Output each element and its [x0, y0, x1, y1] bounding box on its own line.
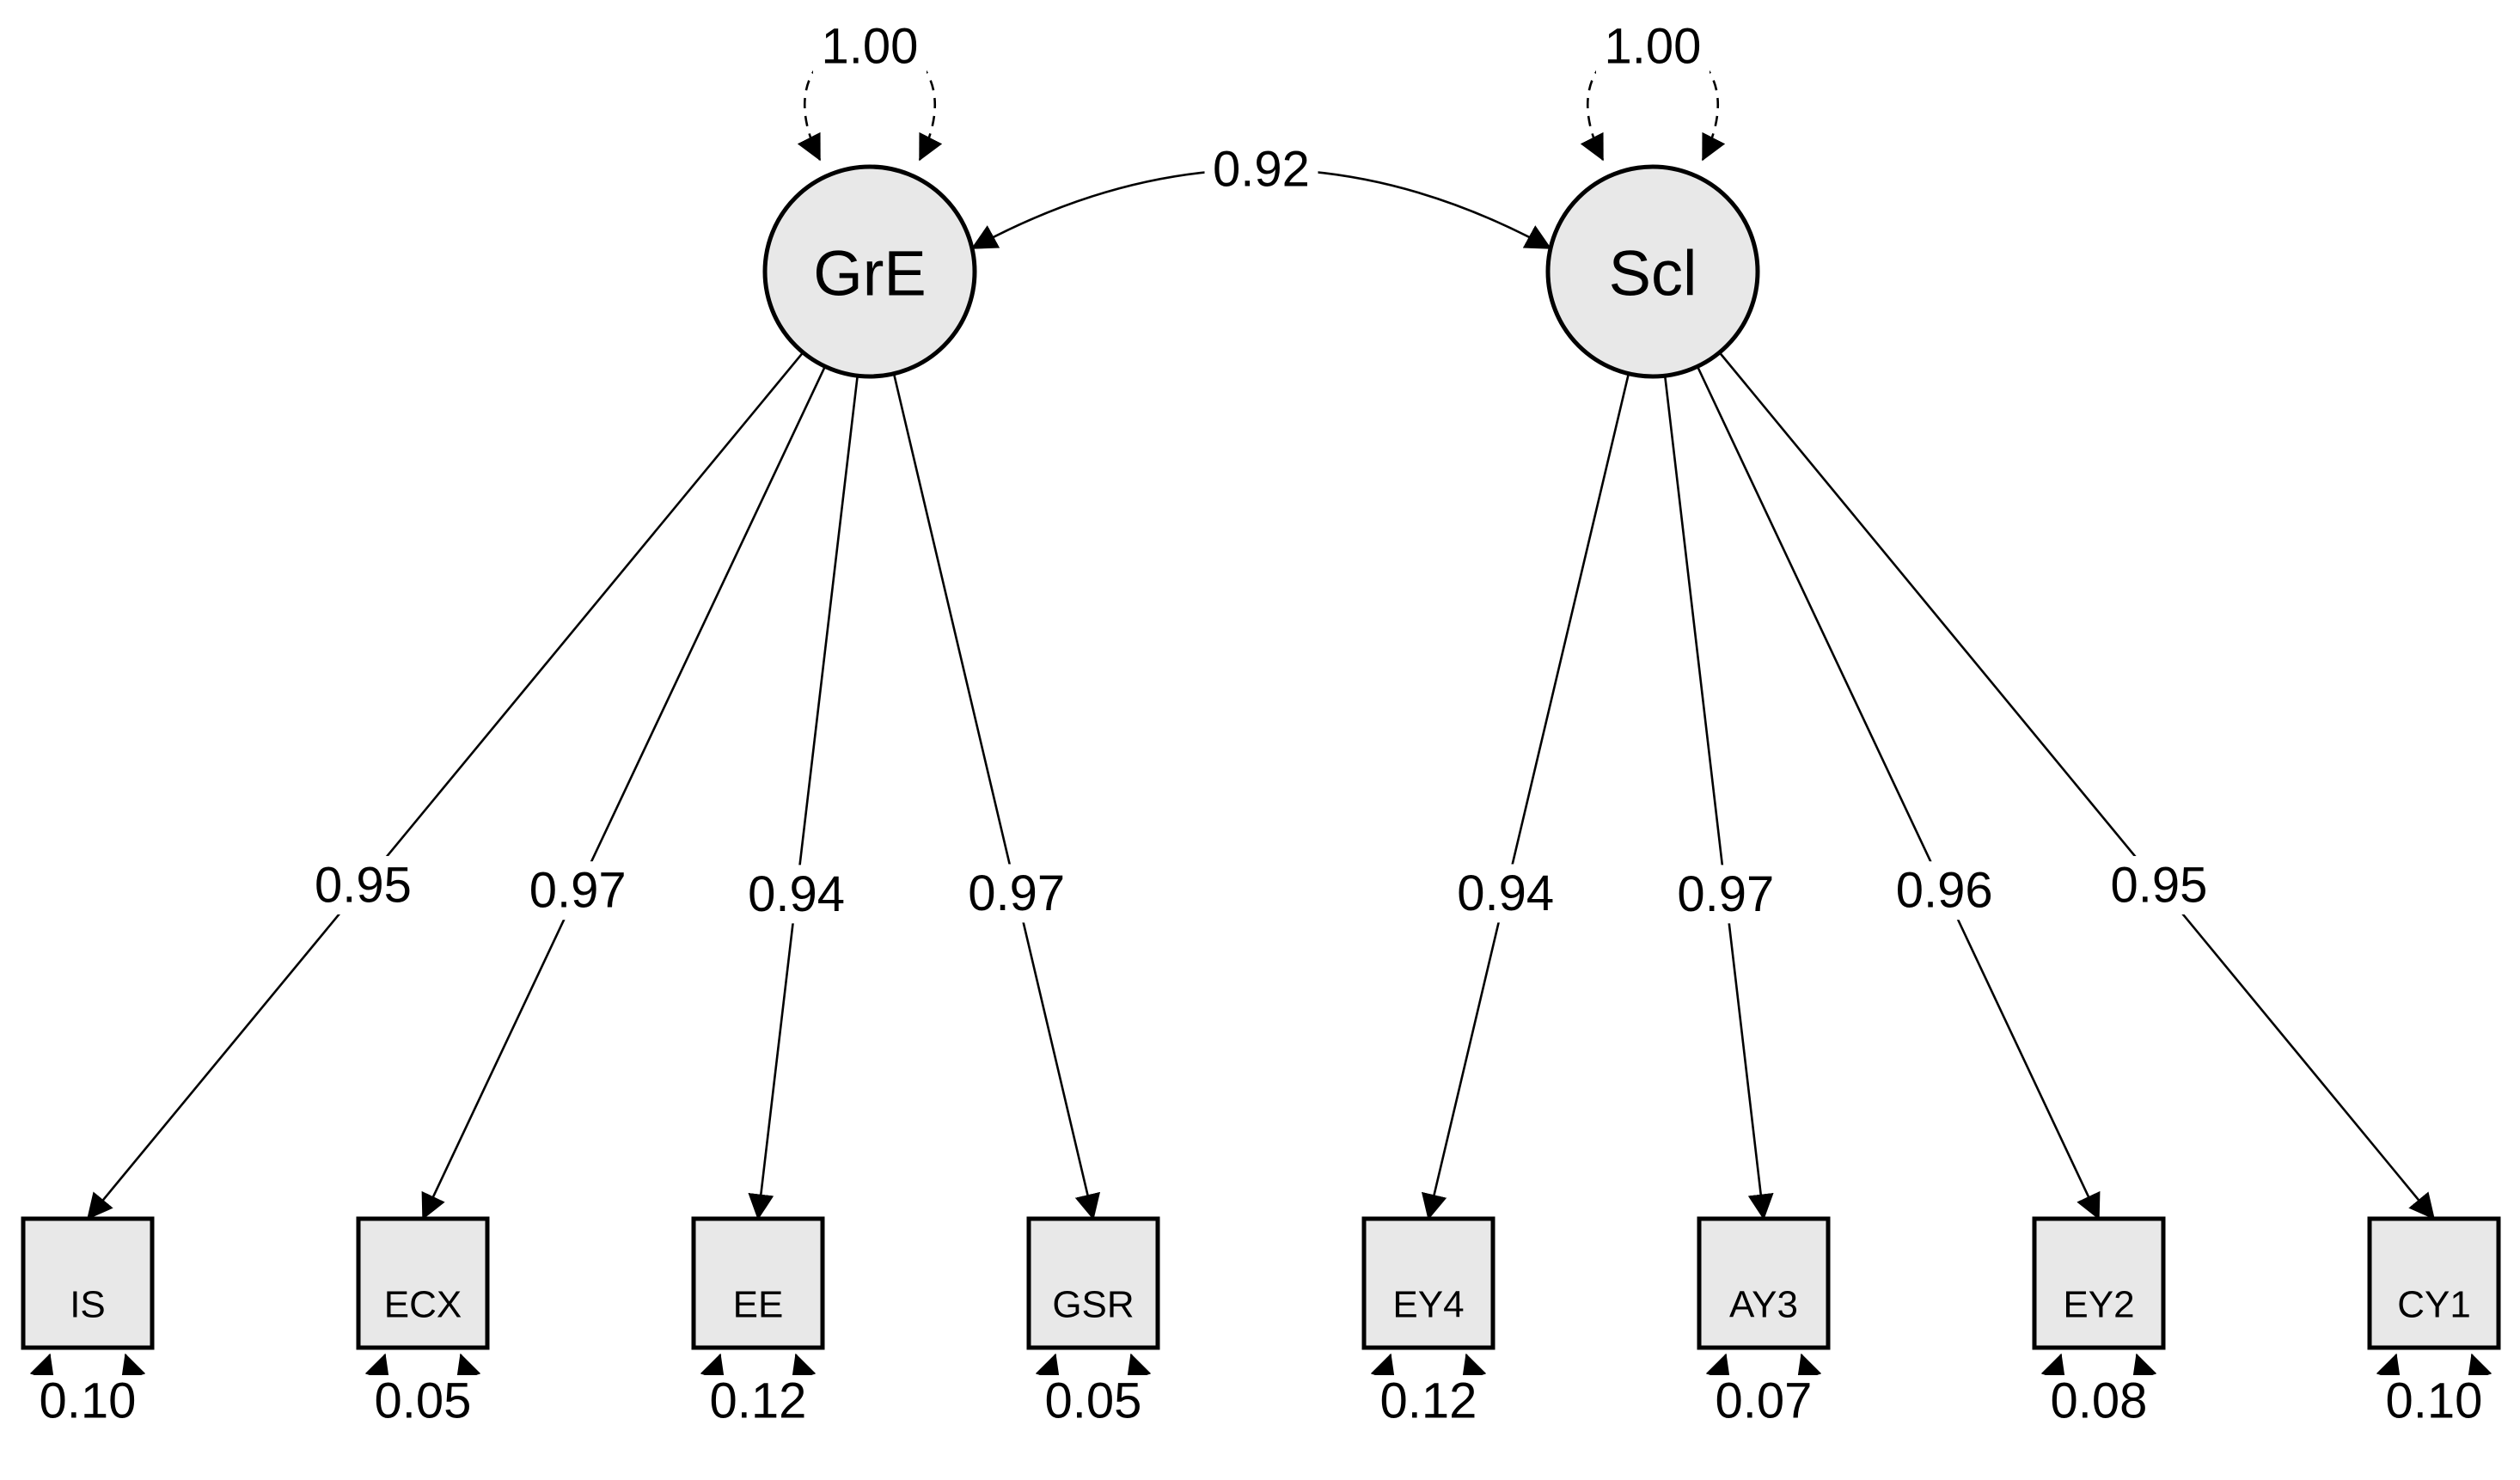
residual-label-bg: [2046, 1375, 2152, 1427]
loading-path-ay3: [1663, 376, 1774, 1220]
loading-label-cy1: 0.95: [2110, 857, 2207, 913]
loading-label-bg: [963, 864, 1070, 923]
residual-label-ey2: 0.08: [2051, 1373, 2148, 1429]
loading-label-bg: [1672, 865, 1779, 924]
loading-label-bg: [1452, 864, 1559, 923]
residual-label-bg: [370, 1375, 476, 1427]
loading-label-gsr: 0.97: [968, 865, 1065, 921]
residual-label-ee: 0.12: [710, 1373, 807, 1429]
variance-label-bg: [813, 17, 927, 74]
residual-label-ecx: 0.05: [375, 1373, 472, 1429]
covariance-label-bg: [1204, 140, 1318, 199]
residual-label-bg: [34, 1375, 141, 1427]
observed-node-ecx: [356, 1216, 490, 1350]
loading-label-ey4: 0.94: [1457, 865, 1554, 921]
residual-label-cy1: 0.10: [2386, 1373, 2483, 1429]
observed-label-ecx: ECX: [384, 1284, 462, 1326]
residual-label-ey4: 0.12: [1380, 1373, 1477, 1429]
observed-label-ey4: EY4: [1392, 1284, 1464, 1326]
loading-path-ecx: [421, 365, 827, 1220]
variance-label-scl: 1.00: [1605, 19, 1702, 75]
observed-node-ee: [691, 1216, 825, 1350]
residual-label-bg: [1040, 1375, 1147, 1427]
loading-label-bg: [309, 855, 417, 914]
loading-label-bg: [524, 861, 632, 920]
labels-layer: 0.95 0.97 0.94 0.97 0.94 0.97 0.96 0.95 0.92 1.00…: [34, 17, 2487, 1429]
observed-node-ey2: [2032, 1216, 2166, 1350]
loading-path-ey2: [1696, 365, 2101, 1220]
observed-node-ay3: [1697, 1216, 1831, 1350]
residual-label-bg: [2381, 1375, 2487, 1427]
loading-label-ay3: 0.97: [1677, 866, 1774, 922]
edges-layer: [29, 41, 2492, 1410]
loading-path-ee: [748, 376, 859, 1220]
observed-node-ey4: [1361, 1216, 1495, 1350]
observed-node-cy1: [2367, 1216, 2501, 1350]
observed-label-ee: EE: [733, 1284, 784, 1326]
covariance-label: 0.92: [1213, 142, 1310, 198]
latent-node-scl: [1545, 164, 1760, 379]
loading-label-bg: [2105, 855, 2212, 914]
residual-label-is: 0.10: [40, 1373, 137, 1429]
residual-label-bg: [1710, 1375, 1817, 1427]
residual-label-gsr: 0.05: [1045, 1373, 1142, 1429]
variance-loop-gre: [797, 41, 943, 162]
observed-label-ay3: AY3: [1729, 1284, 1798, 1326]
residual-label-ay3: 0.07: [1716, 1373, 1813, 1429]
observed-label-is: IS: [70, 1284, 106, 1326]
latent-label-scl: Scl: [1609, 238, 1697, 309]
loading-label-bg: [1891, 861, 1998, 920]
latent-node-gre: [762, 164, 977, 379]
loading-path-ey4: [1421, 373, 1630, 1220]
observed-label-ey2: EY2: [2063, 1284, 2134, 1326]
loading-path-is: [86, 352, 804, 1220]
observed-node-is: [21, 1216, 155, 1350]
loading-label-ee: 0.94: [748, 866, 845, 922]
residual-label-bg: [705, 1375, 811, 1427]
loading-label-ecx: 0.97: [529, 863, 627, 919]
loading-path-gsr: [892, 373, 1101, 1220]
loading-path-cy1: [1718, 352, 2436, 1220]
loading-label-ey2: 0.96: [1896, 863, 1993, 919]
loading-label-is: 0.95: [315, 857, 412, 913]
observed-label-cy1: CY1: [2397, 1284, 2471, 1326]
variance-loop-scl: [1580, 41, 1726, 162]
variance-label-gre: 1.00: [822, 19, 919, 75]
observed-node-gsr: [1026, 1216, 1160, 1350]
residual-label-bg: [1375, 1375, 1482, 1427]
observed-label-gsr: GSR: [1052, 1284, 1134, 1326]
latent-label-gre: GrE: [813, 238, 927, 309]
loading-label-bg: [743, 865, 850, 924]
variance-label-bg: [1596, 17, 1710, 74]
